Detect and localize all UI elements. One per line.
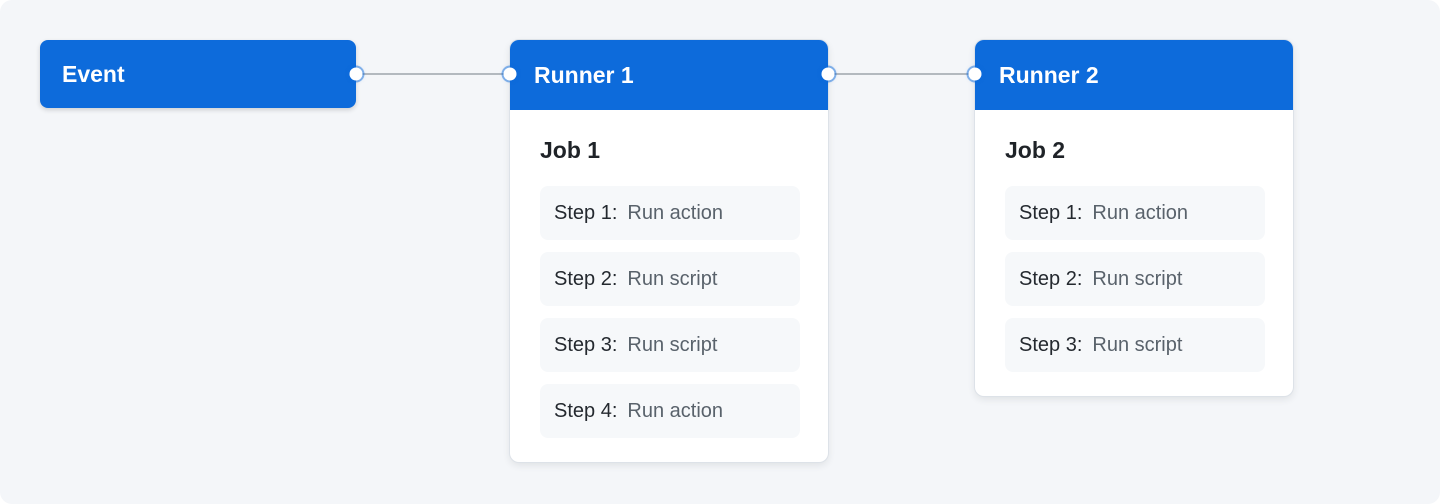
step-row: Step 4: Run action [540,384,800,438]
runner-1-label: Runner 1 [534,61,634,88]
step-action: Run script [627,333,718,356]
step-action: Run script [627,267,718,290]
step-label: Step 3: [554,333,618,356]
event-node: Event [40,40,356,108]
connector-dot-event-right [349,67,363,81]
event-label: Event [62,60,125,87]
connector-dot-runner2-left [968,67,982,81]
step-label: Step 2: [1019,267,1083,290]
connector-dot-runner1-left [503,67,517,81]
job-2-steps: Step 1: Run action Step 2: Run script St… [975,186,1293,396]
step-row: Step 3: Run script [540,318,800,372]
runner-2-header: Runner 2 [975,40,1293,110]
step-label: Step 3: [1019,333,1083,356]
step-row: Step 2: Run script [1005,252,1265,306]
runner-1-card: Runner 1 Job 1 Step 1: Run action Step 2… [510,40,828,462]
step-action: Run action [627,399,724,422]
step-label: Step 1: [1019,201,1083,224]
connector-line-event-runner1 [356,73,510,75]
connector-line-runner1-runner2 [828,73,975,75]
step-row: Step 3: Run script [1005,318,1265,372]
runner-1-header: Runner 1 [510,40,828,110]
step-action: Run script [1092,267,1183,290]
step-row: Step 2: Run script [540,252,800,306]
step-label: Step 4: [554,399,618,422]
step-label: Step 1: [554,201,618,224]
step-row: Step 1: Run action [540,186,800,240]
step-action: Run script [1092,333,1183,356]
runner-2-label: Runner 2 [999,61,1099,88]
step-label: Step 2: [554,267,618,290]
step-action: Run action [1092,201,1189,224]
runner-2-card: Runner 2 Job 2 Step 1: Run action Step 2… [975,40,1293,396]
step-action: Run action [627,201,724,224]
step-row: Step 1: Run action [1005,186,1265,240]
connector-dot-runner1-right [821,67,835,81]
job-1-title: Job 1 [540,137,601,163]
job-1-steps: Step 1: Run action Step 2: Run script St… [510,186,828,462]
job-2-title: Job 2 [1005,137,1066,163]
